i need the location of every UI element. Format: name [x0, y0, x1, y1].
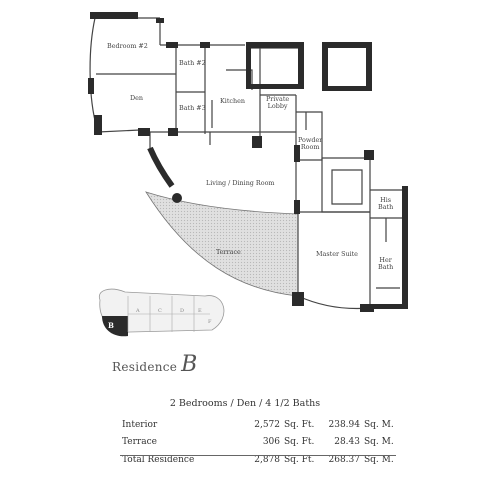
label-master-suite: Master Suite: [316, 250, 358, 258]
area-sqm-unit: Sq. M.: [364, 455, 394, 465]
label-his-bath-line2: Bath: [378, 203, 394, 212]
label-bedroom-2: Bedroom #2: [107, 42, 148, 50]
area-label: Terrace: [122, 437, 157, 447]
keyplan-marker: B: [108, 321, 114, 330]
label-her-bath-line2: Bath: [378, 263, 394, 272]
label-bath-3: Bath #3: [179, 104, 206, 112]
label-private-lobby-line1: Private: [266, 95, 290, 103]
area-row-total: Total Residence 2,878 Sq. Ft. 268.37 Sq.…: [122, 455, 394, 472]
structural-walls: [88, 12, 408, 312]
label-his-bath-line1: His: [380, 196, 392, 204]
area-sqft-unit: Sq. Ft.: [284, 437, 315, 447]
area-sqm: 268.37: [328, 455, 361, 465]
label-bath-2: Bath #2: [179, 59, 206, 67]
column: [172, 193, 182, 203]
area-row-interior: Interior 2,572 Sq. Ft. 238.94 Sq. M.: [122, 420, 394, 437]
area-label: Total Residence: [122, 455, 195, 465]
area-table: Interior 2,572 Sq. Ft. 238.94 Sq. M. Ter…: [122, 420, 394, 472]
label-powder-line1: Powder: [298, 136, 323, 144]
area-sqft-unit: Sq. Ft.: [284, 455, 315, 465]
keyplan-unit-f: F: [208, 319, 212, 325]
keyplan-unit-e: E: [198, 308, 202, 314]
unit-summary: 2 Bedrooms / Den / 4 1/2 Baths: [169, 398, 321, 409]
area-sqm-unit: Sq. M.: [364, 437, 394, 447]
label-her-bath-line1: Her: [379, 256, 392, 264]
area-sqm: 28.43: [334, 437, 360, 447]
residence-word: Residence: [112, 360, 178, 374]
label-her-bath: Her Bath: [378, 256, 394, 272]
residence-letter: B: [181, 352, 198, 377]
area-sqft-unit: Sq. Ft.: [284, 420, 315, 430]
keyplan-unit-a: A: [136, 308, 140, 314]
label-his-bath: His Bath: [378, 196, 394, 212]
area-sqm: 238.94: [328, 420, 361, 430]
living-room-curved-wall: [147, 146, 175, 188]
label-terrace: Terrace: [216, 248, 241, 256]
terrace-area: [145, 191, 299, 297]
label-private-lobby-line2: Lobby: [267, 102, 288, 111]
label-powder-line2: Room: [300, 143, 320, 152]
area-label: Interior: [122, 420, 158, 430]
keyplan-unit-c: C: [158, 308, 162, 314]
label-kitchen: Kitchen: [220, 97, 245, 105]
keyplan-unit-d: D: [180, 308, 185, 314]
area-sqm-unit: Sq. M.: [364, 420, 394, 430]
area-row-terrace: Terrace 306 Sq. Ft. 28.43 Sq. M.: [122, 437, 394, 454]
label-powder-room: Powder Room: [298, 136, 323, 152]
area-sqft: 306: [262, 437, 280, 447]
total-divider: [120, 455, 396, 456]
label-living-dining: Living / Dining Room: [206, 179, 275, 187]
area-sqft: 2,572: [254, 420, 280, 430]
label-private-lobby: Private Lobby: [266, 95, 290, 111]
label-den: Den: [130, 94, 144, 102]
area-sqft: 2,878: [254, 455, 280, 465]
key-plan: [98, 288, 225, 337]
